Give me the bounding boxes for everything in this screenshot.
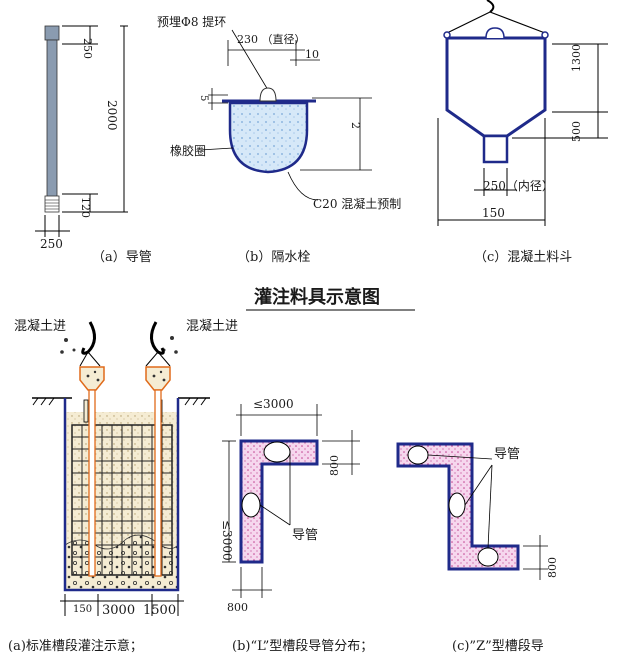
trench-dim-150: 150 [73, 604, 92, 615]
caption-top-b: （b）隔水栓 [237, 250, 310, 265]
hopper-dim-150: 150 [482, 206, 505, 220]
pipe-joint [44, 195, 60, 213]
pipe-cap [44, 25, 60, 41]
hopper-outlet [482, 134, 509, 164]
z-slab-pipe-top [407, 445, 429, 465]
plug-dim-2: 2 [349, 122, 362, 129]
plug-concrete-label: C20 混凝土预制 [313, 196, 401, 211]
small-hopper-right [145, 366, 171, 391]
hook-left-icon [81, 321, 96, 355]
hopper-dim-inner: 250（内径） [483, 179, 554, 193]
l-slab-pipe-label: 导管 [292, 528, 318, 543]
concrete-in-left-label: 混凝土进 [14, 318, 66, 334]
tremie-pipe-right [154, 389, 162, 577]
l-slab-shape [239, 439, 319, 564]
caption-bottom-a: (a)标准槽段灌注示意； [8, 638, 143, 654]
z-slab-figure: 导管 800 (c)”Z”型槽段导 [396, 442, 559, 654]
trench-dim-3000: 3000 [102, 603, 135, 618]
top-figure-title: 灌注料具示意图 [254, 286, 380, 308]
l-slab-dim-800-bottom: 800 [227, 601, 248, 614]
pipe-dim-length: 2000 [105, 100, 119, 131]
l-slab-pipe-top [263, 441, 291, 463]
z-slab-pipe-label: 导管 [494, 447, 520, 462]
hopper-hook-icon [486, 0, 495, 13]
z-slab-pipe-bottom [477, 547, 499, 567]
l-slab-dim-side: ≤3000 [220, 520, 234, 561]
z-slab-dim-800: 800 [546, 557, 559, 578]
plug-dim-5: 5 [198, 95, 209, 101]
plug-rubber-label: 橡胶圈 [170, 143, 206, 158]
l-slab-figure: ≤3000 ≤3000 800 800 导管 (b)“L”型槽段导管分布； [220, 397, 373, 654]
hopper-dim-1300: 1300 [570, 44, 583, 72]
plug-dim-10: 10 [305, 48, 319, 61]
pipe-dim-top: 250 [81, 38, 94, 59]
l-slab-pipe-side [241, 492, 261, 518]
plug-figure: 预埋Φ8 提环 230 （直径） 10 5 2 橡胶圈 C20 混凝土预制 （b… [157, 14, 401, 265]
caption-bottom-c: (c)”Z”型槽段导 [452, 639, 544, 654]
plug-body [228, 101, 309, 174]
plug-lift-ring [259, 87, 277, 102]
trench-dim-1500: 1500 [143, 603, 176, 618]
hopper-body [445, 36, 547, 138]
trench-figure: 混凝土进 混凝土进 [8, 318, 238, 654]
pipe-dim-bottom: 120 [79, 197, 92, 218]
caption-bottom-b: (b)“L”型槽段导管分布； [232, 639, 373, 654]
hook-right-icon [150, 321, 165, 355]
pipe-body [46, 39, 58, 201]
l-slab-dim-top: ≤3000 [253, 397, 294, 411]
plug-diameter-label: 230 （直径） [237, 32, 306, 46]
tremie-pipe-left [88, 389, 96, 577]
z-slab-pipe-middle [448, 492, 466, 518]
l-slab-dim-800-right: 800 [328, 455, 341, 476]
concrete-in-right-label: 混凝土进 [186, 318, 238, 334]
caption-top-a: （a）导管 [92, 250, 152, 265]
hopper-figure: 1300 500 250（内径） 150 （c）混凝土料斗 [437, 0, 608, 265]
plug-ring-label: 预埋Φ8 提环 [157, 14, 226, 29]
pipe-dim-width: 250 [40, 237, 63, 251]
pipe-figure: 250 2000 120 250 （a）导管 [35, 25, 152, 265]
small-hopper-left [79, 366, 105, 391]
hopper-dim-500: 500 [570, 121, 583, 142]
caption-top-c: （c）混凝土料斗 [474, 249, 572, 265]
